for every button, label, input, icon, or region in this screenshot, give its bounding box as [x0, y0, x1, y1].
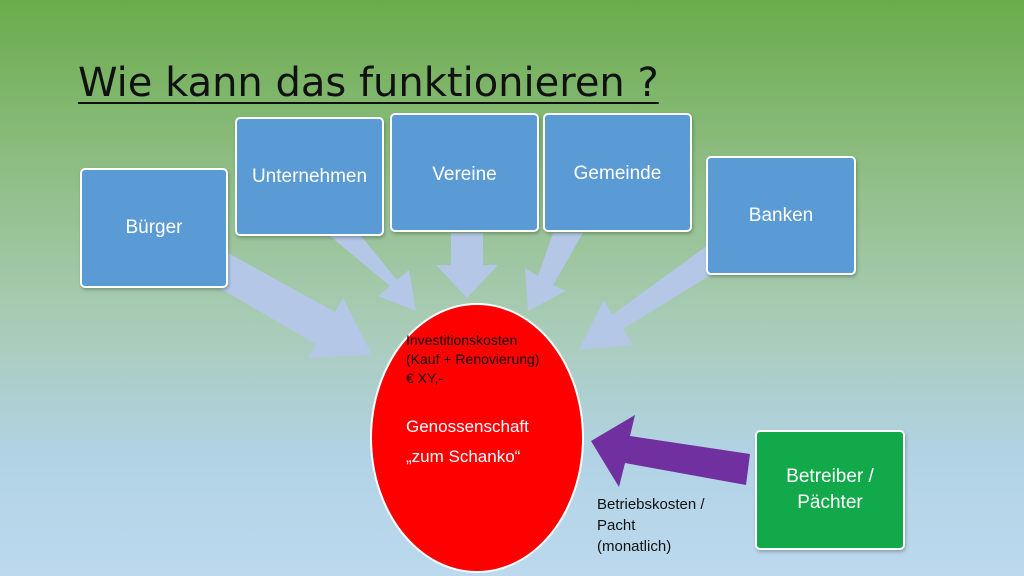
box-gemeinde: Gemeinde [543, 113, 692, 232]
operating-costs-line: Pacht [597, 517, 636, 534]
arrow-operator-to-center [591, 415, 750, 487]
cooperative-circle [370, 303, 584, 573]
box-banken: Banken [706, 156, 856, 275]
arrow-vereine-to-center [436, 233, 498, 298]
operating-costs-note: Betriebskosten / Pacht (monatlich) [597, 494, 705, 557]
box-vereine: Vereine [390, 113, 539, 232]
arrow-unternehmen-to-center [330, 236, 416, 311]
box-operator-line: Pächter [797, 492, 863, 513]
box-buerger: Bürger [80, 168, 228, 288]
box-operator: Betreiber / Pächter [755, 430, 905, 550]
arrow-gemeinde-to-center [525, 233, 583, 311]
box-gemeinde-label: Gemeinde [573, 163, 662, 184]
cooperative-subname: „zum Schanko“ [406, 447, 521, 466]
box-vereine-label: Vereine [432, 164, 497, 185]
cooperative-name: Genossenschaft [406, 417, 529, 436]
box-operator-label: Betreiber / Pächter [786, 464, 874, 516]
arrow-buerger-to-center [214, 253, 372, 358]
investment-costs-line: Investitionskosten [406, 332, 518, 348]
box-unternehmen: Unternehmen [235, 117, 384, 236]
box-operator-line: Betreiber / [786, 466, 874, 487]
operating-costs-line: (monatlich) [597, 538, 672, 555]
slide-title: Wie kann das funktionieren ? [78, 60, 659, 106]
box-banken-label: Banken [748, 204, 814, 226]
operating-costs-line: Betriebskosten / [597, 496, 705, 513]
investment-costs-text: Investitionskosten (Kauf + Renovierung) … [406, 331, 539, 388]
investment-costs-line: (Kauf + Renovierung) [406, 351, 540, 367]
box-buerger-label: Bürger [125, 217, 183, 238]
box-unternehmen-label: Unternehmen [251, 166, 368, 187]
arrow-banken-to-center [579, 245, 722, 350]
investment-costs-line: € XY,- [406, 370, 444, 386]
